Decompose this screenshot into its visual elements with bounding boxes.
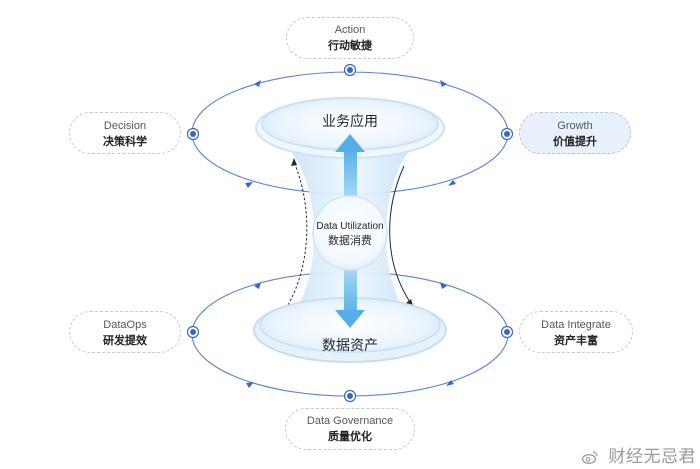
node-decision-en: Decision	[103, 120, 147, 132]
bottom-disc-label: 数据资产	[322, 337, 378, 353]
node-dataops: DataOps 研发提效	[69, 311, 181, 353]
down-arrow-icon	[335, 268, 365, 328]
node-dataops-en: DataOps	[103, 319, 147, 331]
connector-dot	[186, 325, 200, 339]
top-disc-label: 业务应用	[322, 113, 378, 129]
node-decision: Decision 决策科学	[69, 112, 181, 154]
node-data-governance-en: Data Governance	[306, 415, 394, 427]
flow-arrow-icon	[406, 299, 413, 306]
weibo-logo-icon	[582, 451, 598, 464]
connector-dot	[186, 127, 200, 141]
node-data-integrate: Data Integrate 资产丰富	[519, 311, 633, 353]
orbit-arrow-icon	[448, 180, 456, 186]
connector-dot	[343, 389, 357, 403]
core-label-en: Data Utilization	[316, 221, 384, 232]
connector-dot	[500, 127, 514, 141]
orbit-arrow-icon	[254, 282, 261, 289]
node-data-integrate-en: Data Integrate	[541, 319, 611, 331]
node-data-governance-zh: 质量优化	[328, 431, 372, 443]
node-data-integrate-zh: 资产丰富	[554, 335, 598, 347]
connector-dot	[343, 63, 357, 77]
node-growth-zh: 价值提升	[553, 136, 597, 148]
node-decision-zh: 决策科学	[103, 136, 147, 148]
core-circle	[312, 195, 388, 271]
flow-arrow-icon	[291, 158, 297, 166]
node-action-zh: 行动敏捷	[328, 40, 372, 52]
node-dataops-zh: 研发提效	[103, 335, 147, 347]
orbit-arrow-icon	[246, 382, 254, 388]
orbit-arrow-icon	[245, 182, 253, 188]
up-arrow-icon	[335, 134, 365, 198]
node-action-en: Action	[334, 24, 366, 36]
orbit-arrow-icon	[440, 80, 447, 87]
connector-dot	[500, 325, 514, 339]
orbit-arrow-icon	[446, 380, 454, 386]
core-label-zh: 数据消费	[328, 235, 372, 247]
node-data-governance: Data Governance 质量优化	[285, 408, 415, 450]
orbit-arrow-icon	[440, 282, 447, 289]
orbit-arrow-icon	[254, 80, 261, 87]
right-flow-curve	[389, 165, 411, 303]
watermark-text: 财经无忌君	[608, 447, 696, 466]
node-action: Action 行动敏捷	[286, 17, 414, 59]
node-growth: Growth 价值提升	[519, 112, 631, 154]
node-growth-en: Growth	[557, 120, 593, 132]
top-disc	[255, 97, 445, 159]
left-flow-curve	[287, 161, 308, 306]
